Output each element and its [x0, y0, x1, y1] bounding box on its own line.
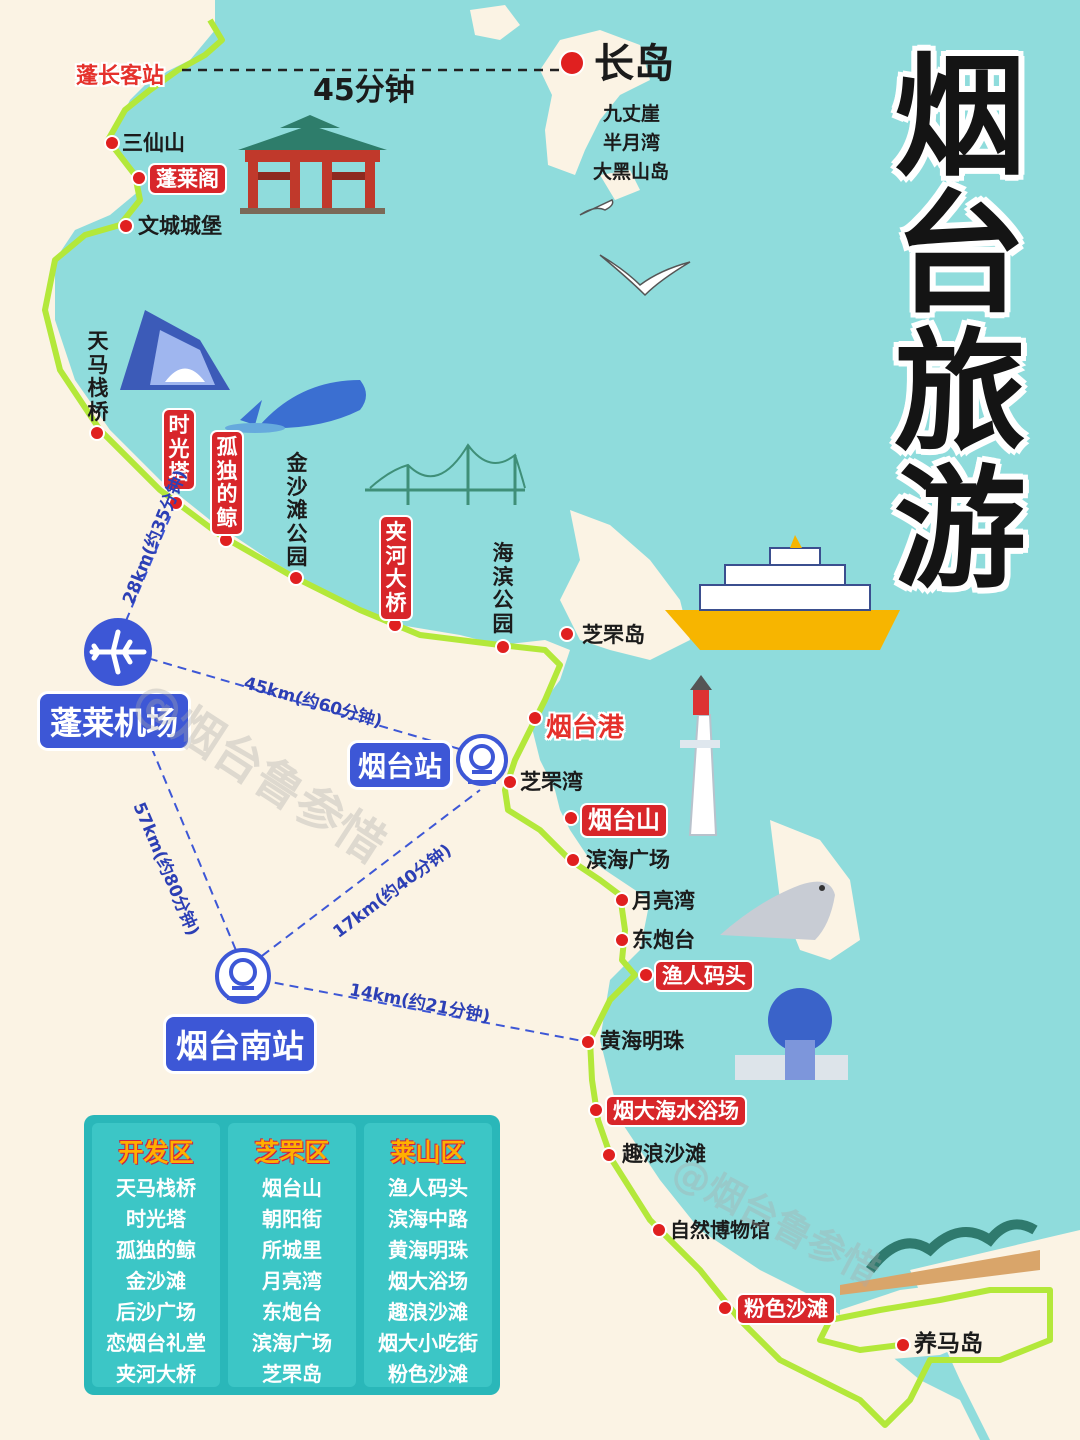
- horse-sculpture-illustration: [840, 1219, 1040, 1295]
- whale-illustration: [225, 380, 366, 433]
- island-spot-label: 九丈崖: [603, 103, 661, 125]
- poi-tag: 粉色沙滩: [738, 1295, 834, 1324]
- district-item: 朝阳街: [262, 1207, 322, 1231]
- district-item: 所城里: [262, 1238, 322, 1262]
- district-column: 芝罘区 烟台山 朝阳街 所城里 月亮湾 东炮台 滨海广场 芝罘岛: [228, 1123, 356, 1387]
- district-item: 东炮台: [262, 1300, 322, 1324]
- poi-label: 养马岛: [914, 1331, 983, 1357]
- island-spot-label: 半月湾: [603, 132, 661, 154]
- district-heading: 莱山区: [390, 1138, 466, 1167]
- page-title: 烟台旅游: [894, 41, 1026, 607]
- poi-tag: 蓬莱阁: [150, 165, 225, 194]
- modern-building-illustration: [120, 310, 230, 390]
- pearl-tower-illustration: [735, 988, 848, 1080]
- yangma-island: [840, 1280, 1050, 1360]
- poi-tag: 渔人码头: [656, 962, 752, 991]
- seal-illustration: [720, 881, 835, 940]
- poi-label: 海滨公园: [492, 541, 514, 636]
- ferry-terminal-label: 蓬长客站: [76, 64, 165, 89]
- seagull-illustration: [579, 199, 691, 297]
- island-spot-label: 大黑山岛: [593, 161, 670, 183]
- district-item: 恋烟台礼堂: [106, 1331, 206, 1355]
- district-item: 后沙广场: [116, 1300, 196, 1324]
- south-station-label: 烟台南站: [166, 1017, 315, 1071]
- district-item: 渔人码头: [388, 1176, 468, 1200]
- district-item: 夹河大桥: [116, 1362, 196, 1386]
- bridge-illustration: [365, 443, 526, 505]
- district-item: 芝罘岛: [262, 1362, 322, 1386]
- district-item: 孤独的鲸: [116, 1238, 196, 1262]
- district-item: 滨海广场: [252, 1331, 332, 1355]
- transport-lines: [119, 504, 589, 1043]
- poi-tag: 烟大海水浴场: [607, 1097, 745, 1126]
- district-item: 烟大小吃街: [378, 1331, 478, 1355]
- district-column: 开发区 天马栈桥 时光塔 孤独的鲸 金沙滩 后沙广场 恋烟台礼堂 夹河大桥: [92, 1123, 220, 1387]
- district-item: 月亮湾: [262, 1269, 322, 1293]
- district-legend: 开发区 天马栈桥 时光塔 孤独的鲸 金沙滩 后沙广场 恋烟台礼堂 夹河大桥 芝罘…: [84, 1115, 500, 1395]
- district-item: 时光塔: [126, 1207, 186, 1231]
- airport-label: 蓬莱机场: [40, 694, 189, 748]
- poi-label: 黄海明珠: [600, 1029, 684, 1053]
- station-label: 烟台站: [350, 743, 451, 787]
- district-item: 滨海中路: [388, 1207, 468, 1231]
- train-station-icon: [215, 948, 271, 1004]
- poi-tag: 夹河大桥: [381, 517, 411, 620]
- poi-label: 芝罘湾: [520, 770, 583, 794]
- district-item: 趣浪沙滩: [388, 1300, 468, 1324]
- district-item: 烟大浴场: [388, 1269, 468, 1293]
- district-item: 天马栈桥: [116, 1176, 196, 1200]
- zhifu-island: [560, 510, 690, 660]
- archway-illustration: [238, 115, 387, 214]
- poi-label: 文城城堡: [138, 214, 222, 238]
- district-item: 粉色沙滩: [388, 1362, 468, 1386]
- poi-label: 烟台港: [546, 713, 625, 743]
- district-column: 莱山区 渔人码头 滨海中路 黄海明珠 烟大浴场 趣浪沙滩 烟大小吃街 粉色沙滩: [364, 1123, 492, 1387]
- district-heading: 芝罘区: [254, 1138, 330, 1167]
- ferry-time-label: 45分钟: [313, 73, 415, 108]
- poi-label: 滨海广场: [586, 848, 670, 872]
- poi-tag: 烟台山: [582, 805, 666, 837]
- lighthouse-illustration: [680, 675, 720, 836]
- changdao-label: 长岛: [594, 41, 674, 87]
- district-item: 黄海明珠: [388, 1238, 468, 1262]
- poi-label: 东炮台: [632, 928, 695, 952]
- small-island: [600, 170, 640, 200]
- district-item: 金沙滩: [126, 1269, 186, 1293]
- poi-dots: [89, 50, 911, 1353]
- train-station-icon: [456, 734, 508, 786]
- district-heading: 开发区: [118, 1138, 194, 1167]
- poi-label: 芝罘岛: [582, 623, 645, 647]
- district-item: 烟台山: [262, 1176, 322, 1200]
- poi-tag: 孤独的鲸: [212, 432, 242, 535]
- cruise-ship-illustration: [665, 535, 900, 650]
- small-island: [470, 5, 520, 40]
- poi-label: 天马栈桥: [87, 329, 109, 424]
- poi-label: 自然博物馆: [670, 1218, 770, 1242]
- airplane-icon: [84, 618, 152, 686]
- poi-label: 三仙山: [122, 131, 185, 155]
- poi-label: 金沙滩公园: [286, 451, 308, 570]
- poi-label: 月亮湾: [632, 889, 695, 913]
- poi-label: 趣浪沙滩: [622, 1142, 706, 1166]
- poi-tag: 时光塔: [164, 410, 194, 489]
